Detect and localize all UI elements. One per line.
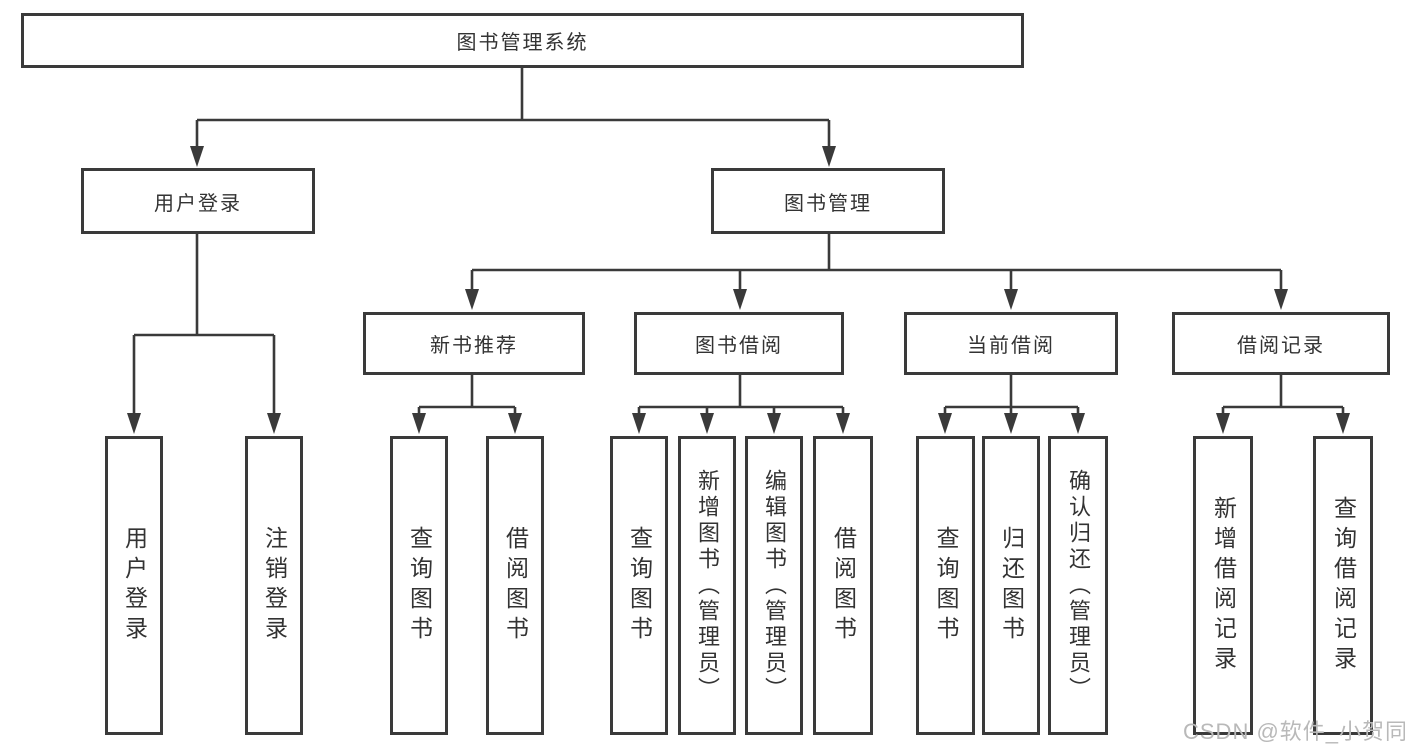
node-new-book-recommend: 新书推荐: [363, 312, 585, 375]
leaf-newrec-borrow-books-label: 借阅图书: [502, 525, 529, 646]
node-current-borrowing: 当前借阅: [904, 312, 1118, 375]
leaf-borrow-edit-books-admin: 编辑图书（管理员）: [745, 436, 803, 735]
node-borrowing-records: 借阅记录: [1172, 312, 1390, 375]
node-library-system: 图书管理系统: [21, 13, 1024, 68]
csdn-watermark: CSDN @软件_小贺同学: [1183, 719, 1405, 744]
node-borrowing-records-label: 借阅记录: [1237, 335, 1325, 357]
leaf-borrow-query-books-label: 查询图书: [626, 525, 653, 646]
leaf-records-query-record: 查询借阅记录: [1313, 436, 1373, 735]
leaf-newrec-query-books-label: 查询图书: [406, 525, 433, 646]
node-book-management-label: 图书管理: [784, 192, 872, 215]
leaf-borrow-borrow-books: 借阅图书: [813, 436, 873, 735]
node-book-borrowing-label: 图书借阅: [695, 335, 783, 357]
leaf-borrow-add-books-admin-label: 新增图书（管理员）: [695, 468, 720, 703]
node-user-login: 用户登录: [81, 168, 315, 234]
leaf-current-confirm-return-admin-label: 确认归还（管理员）: [1066, 468, 1091, 703]
node-library-system-label: 图书管理系统: [456, 32, 589, 54]
arrowheads: [127, 146, 1350, 434]
leaf-current-return-books-label: 归还图书: [998, 525, 1025, 646]
node-new-book-recommend-label: 新书推荐: [430, 335, 518, 357]
leaf-user-login: 用户登录: [105, 436, 163, 735]
leaf-newrec-borrow-books: 借阅图书: [486, 436, 544, 735]
leaf-current-confirm-return-admin: 确认归还（管理员）: [1048, 436, 1108, 735]
leaf-records-query-record-label: 查询借阅记录: [1330, 495, 1357, 676]
node-current-borrowing-label: 当前借阅: [967, 335, 1055, 357]
leaf-current-return-books: 归还图书: [982, 436, 1040, 735]
leaf-borrow-edit-books-admin-label: 编辑图书（管理员）: [762, 468, 787, 703]
leaf-records-add-record: 新增借阅记录: [1193, 436, 1253, 735]
leaf-newrec-query-books: 查询图书: [390, 436, 448, 735]
leaf-logout-label: 注销登录: [261, 525, 288, 646]
node-user-login-label: 用户登录: [154, 192, 242, 215]
node-book-borrowing: 图书借阅: [634, 312, 844, 375]
leaf-logout: 注销登录: [245, 436, 303, 735]
leaf-current-query-books: 查询图书: [916, 436, 975, 735]
leaf-current-query-books-label: 查询图书: [933, 525, 959, 646]
leaf-borrow-add-books-admin: 新增图书（管理员）: [678, 436, 736, 735]
leaf-user-login-label: 用户登录: [121, 525, 148, 646]
leaf-records-add-record-label: 新增借阅记录: [1210, 495, 1237, 676]
leaf-borrow-query-books: 查询图书: [610, 436, 668, 735]
node-book-management: 图书管理: [711, 168, 945, 234]
leaf-borrow-borrow-books-label: 借阅图书: [830, 525, 857, 646]
